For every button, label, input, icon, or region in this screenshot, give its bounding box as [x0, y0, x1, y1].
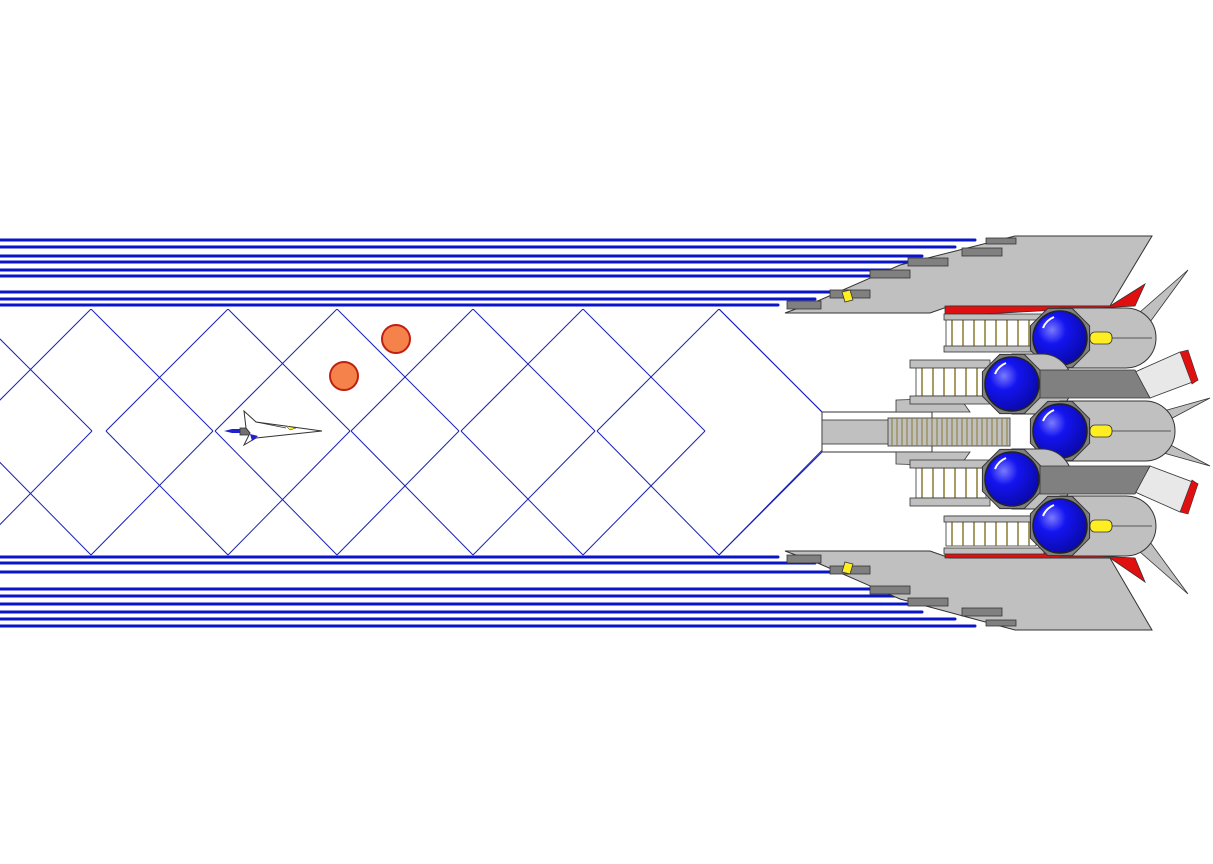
grid-line: [0, 430, 93, 526]
grid-line: [105, 430, 229, 556]
grid-line: [596, 309, 720, 432]
engine-pod: [1029, 400, 1176, 462]
blue-core-icon: [1032, 498, 1088, 554]
core-highlight: [1042, 409, 1055, 422]
ladder-frame: [945, 317, 1037, 349]
grid-line: [718, 309, 822, 413]
grid-line: [0, 309, 92, 401]
enemy-orb-2: [381, 324, 411, 354]
grid-line: [472, 430, 596, 556]
grid-line: [90, 430, 214, 556]
grid-line: [214, 430, 338, 556]
ladder-cap: [909, 359, 991, 369]
engine-pod: [1029, 495, 1157, 557]
enemy-orb-1: [329, 361, 359, 391]
grid-line: [350, 309, 474, 432]
grid-line: [582, 430, 706, 556]
boss-central-spine: [821, 397, 1011, 467]
grid-line: [214, 309, 338, 432]
ladder-cap: [909, 459, 991, 469]
grid-line: [0, 461, 92, 556]
orange-orb-icon: [329, 361, 359, 391]
player-ship-icon: [224, 409, 323, 447]
grid-line: [350, 430, 474, 556]
core-highlight: [1042, 504, 1055, 517]
ladder-frame: [915, 467, 987, 499]
core-highlight: [994, 457, 1007, 470]
core-highlight: [994, 362, 1007, 375]
yellow-nozzle: [1089, 331, 1113, 345]
grid-line: [596, 430, 720, 556]
ladder-frame: [915, 365, 987, 397]
orange-orb-icon: [381, 324, 411, 354]
grid-line: [472, 309, 596, 432]
grid-line: [718, 451, 822, 556]
ladder-cap: [909, 497, 991, 507]
yellow-nozzle: [1089, 519, 1113, 533]
ladder-cap: [943, 345, 1045, 353]
grid-line: [460, 430, 584, 556]
grid-line: [336, 430, 460, 556]
core-highlight: [1042, 316, 1055, 329]
bottom-rail-lines: [0, 555, 977, 628]
top-rail-lines: [0, 238, 977, 307]
ladder-cap: [943, 547, 1045, 555]
grid-line: [0, 338, 93, 432]
diamond-grid-corridor: [0, 309, 822, 556]
grid-line: [227, 309, 351, 432]
grid-line: [105, 309, 229, 432]
grid-line: [227, 430, 351, 556]
grid-line: [582, 309, 706, 432]
engine-pod: [1029, 307, 1157, 369]
boss-engine-pods: [981, 307, 1176, 557]
engine-pod: [981, 353, 1073, 415]
blue-core-icon: [984, 356, 1040, 412]
ladder-cap: [943, 515, 1045, 523]
grid-line: [90, 309, 214, 432]
grid-line: [336, 309, 460, 432]
yellow-nozzle: [1089, 424, 1113, 438]
boss-battleship-icon: [784, 235, 1211, 631]
grid-line: [460, 309, 584, 432]
ladder-cap: [909, 395, 991, 405]
blue-core-icon: [984, 451, 1040, 507]
ladder-cap: [943, 313, 1045, 321]
